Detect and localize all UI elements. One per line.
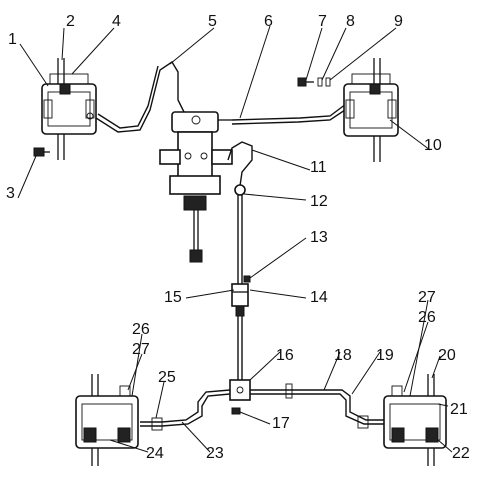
label-27b: 27 <box>418 289 436 306</box>
rear-right-caliper <box>383 374 447 466</box>
label-15: 15 <box>164 289 182 306</box>
label-22: 22 <box>452 445 470 462</box>
brake-valve-assembly <box>159 111 233 263</box>
label-23: 23 <box>206 445 224 462</box>
label-20: 20 <box>438 347 456 364</box>
label-14: 14 <box>310 289 328 306</box>
front-right-caliper <box>343 58 399 162</box>
bolt-3 <box>33 147 50 157</box>
front-right-pipe <box>231 103 347 121</box>
leader-lines <box>17 25 453 453</box>
label-5: 5 <box>208 13 217 30</box>
label-24: 24 <box>146 445 164 462</box>
label-11: 11 <box>310 159 327 176</box>
pipe-clamp <box>231 275 251 317</box>
label-27a: 27 <box>132 341 150 358</box>
label-21: 21 <box>450 401 468 418</box>
label-13: 13 <box>310 229 328 246</box>
label-4: 4 <box>112 13 121 30</box>
tee-fitting-12 <box>234 184 246 196</box>
label-2: 2 <box>66 13 75 30</box>
label-18: 18 <box>334 347 352 364</box>
center-loop-pipe <box>227 141 253 187</box>
label-10: 10 <box>424 137 442 154</box>
rear-left-caliper <box>75 374 139 466</box>
label-8: 8 <box>346 13 355 30</box>
label-26b: 26 <box>418 309 436 326</box>
label-7: 7 <box>318 13 327 30</box>
label-26a: 26 <box>132 321 150 338</box>
label-1: 1 <box>8 31 17 48</box>
bolt-17 <box>231 407 241 415</box>
front-left-caliper <box>41 58 97 160</box>
label-19: 19 <box>376 347 394 364</box>
part-labels: 1 2 3 4 5 6 7 8 9 10 11 12 13 14 15 16 1… <box>6 13 470 462</box>
label-3: 3 <box>6 185 15 202</box>
label-17: 17 <box>272 415 290 432</box>
fittings-7-8-9 <box>297 77 331 87</box>
label-16: 16 <box>276 347 294 364</box>
rear-distributor <box>229 379 251 401</box>
label-9: 9 <box>394 13 403 30</box>
label-25: 25 <box>158 369 176 386</box>
label-12: 12 <box>310 193 328 210</box>
front-left-hose <box>95 61 187 133</box>
label-6: 6 <box>264 13 273 30</box>
rear-right-pipe <box>250 389 386 421</box>
